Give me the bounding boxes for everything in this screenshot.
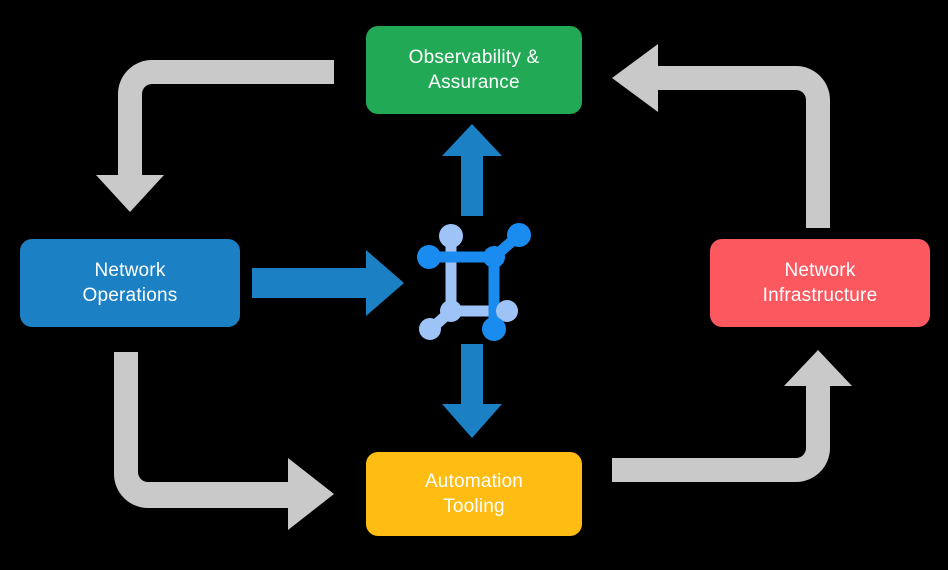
flow-arrow-infrastructure-to-observability	[612, 44, 830, 228]
node-box-automation[interactable]: Automation Tooling	[366, 452, 582, 536]
center-arrow-right-icon	[252, 250, 404, 316]
flow-arrow-observability-to-operations	[96, 60, 334, 212]
topology-nodes-light	[419, 224, 518, 340]
node-label-observability: Observability & Assurance	[408, 46, 540, 93]
node-label-operations: Network Operations	[82, 259, 178, 306]
topology-nodes-dark	[417, 223, 531, 341]
node-box-observability[interactable]: Observability & Assurance	[366, 26, 582, 114]
node-label-automation: Automation Tooling	[424, 470, 524, 517]
network-topology-icon	[417, 223, 531, 341]
center-arrow-down-icon	[442, 344, 502, 438]
center-arrow-up-icon	[442, 124, 502, 216]
flow-arrow-automation-to-infrastructure	[612, 350, 852, 482]
node-label-infrastructure: Network Infrastructure	[762, 259, 878, 306]
flow-arrow-operations-to-automation	[114, 352, 334, 530]
node-box-operations[interactable]: Network Operations	[20, 239, 240, 327]
node-box-infrastructure[interactable]: Network Infrastructure	[710, 239, 930, 327]
